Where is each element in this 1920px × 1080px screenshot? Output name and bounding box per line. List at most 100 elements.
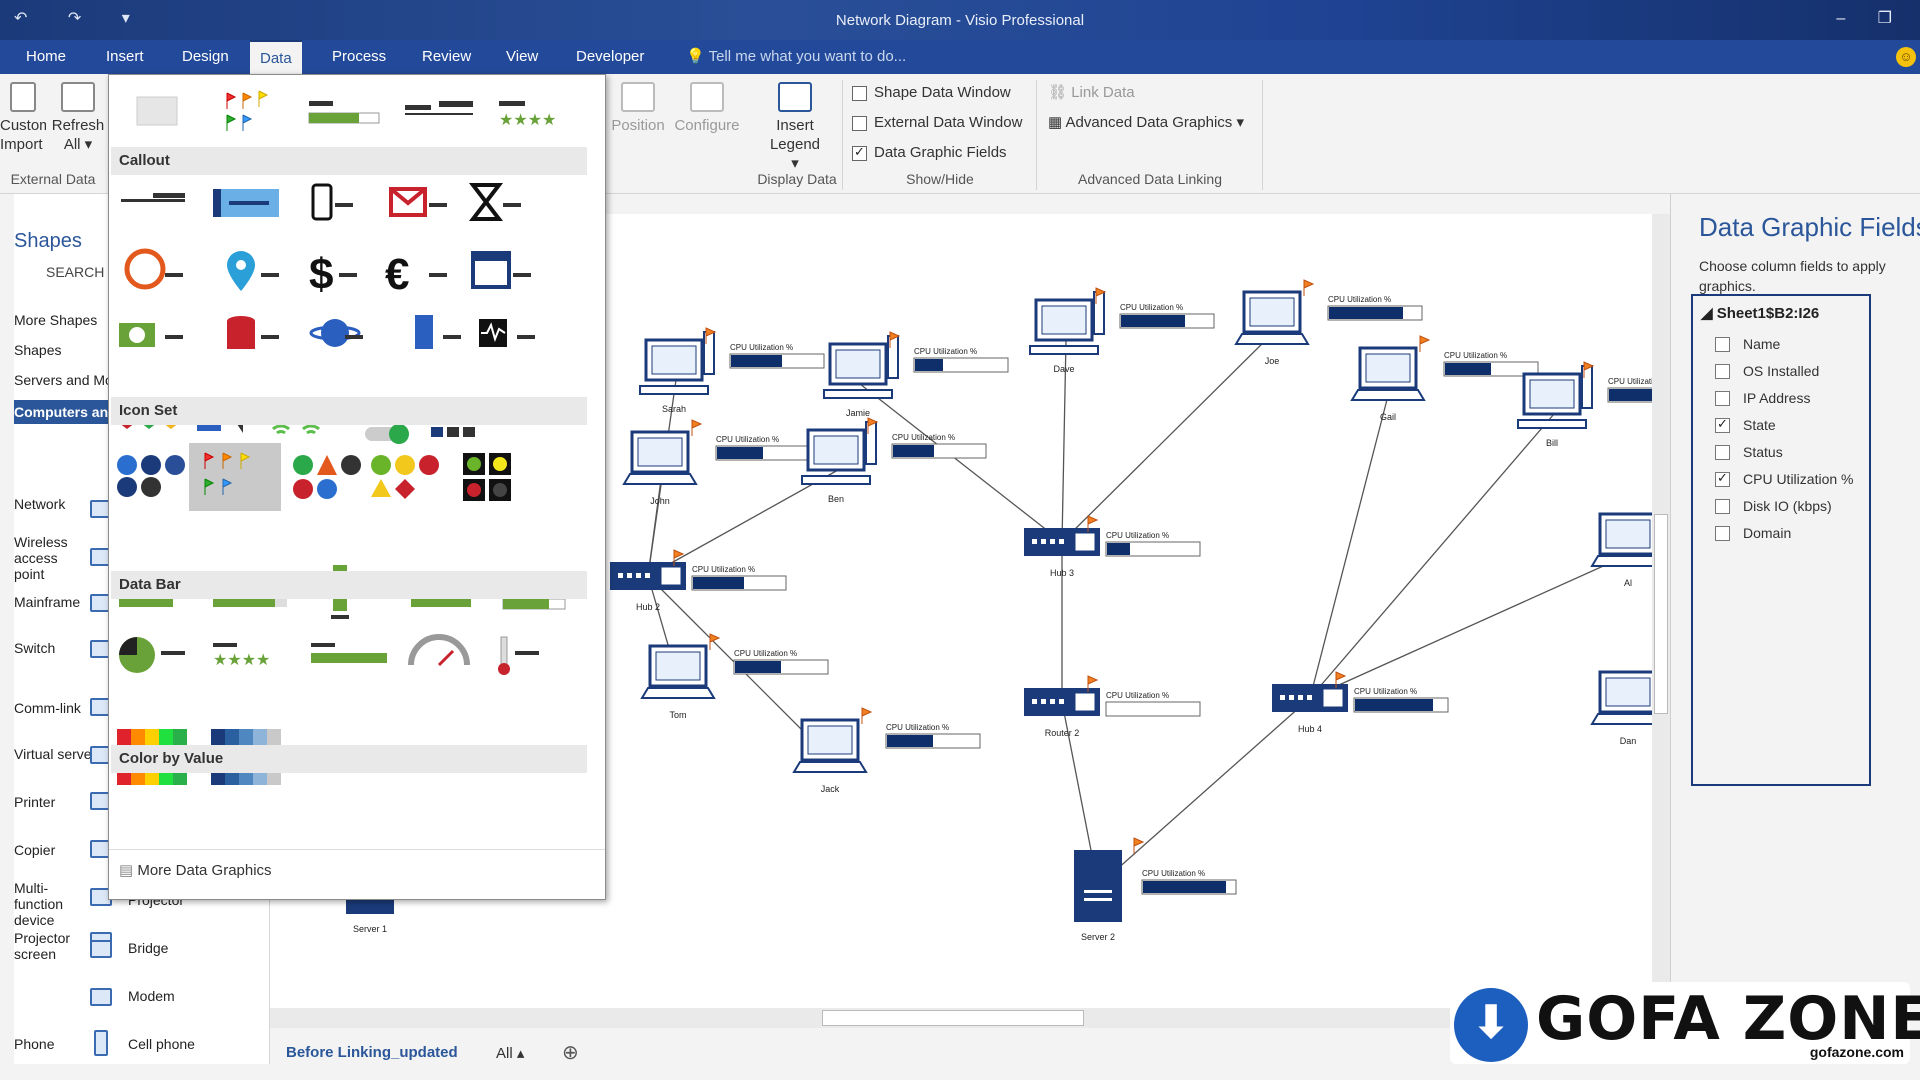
shapes-search[interactable]: SEARCH bbox=[46, 264, 105, 280]
tab-process[interactable]: Process bbox=[332, 48, 387, 65]
node-label: Hub 3 bbox=[1050, 568, 1074, 578]
stars-graphic[interactable]: ★★★★ bbox=[499, 101, 556, 129]
horizontal-scroll-thumb[interactable] bbox=[822, 1010, 1084, 1026]
cpu-utilization-label: CPU Utilization % bbox=[1444, 351, 1507, 360]
connector-line bbox=[1061, 331, 1275, 543]
field-cpu-utilization[interactable]: CPU Utilization % bbox=[1715, 466, 1853, 491]
field-os-installed[interactable]: OS Installed bbox=[1715, 359, 1819, 383]
node-label: Hub 2 bbox=[636, 602, 660, 612]
databar-graphic[interactable] bbox=[308, 101, 380, 124]
refresh-all-button[interactable]: Refresh All ▾ bbox=[50, 82, 106, 154]
stencil-modem[interactable]: Modem bbox=[128, 988, 175, 1004]
stencil-copier[interactable]: Copier bbox=[14, 842, 56, 858]
flag-icon bbox=[1335, 671, 1347, 688]
all-pages-button[interactable]: All ▴ bbox=[496, 1045, 525, 1062]
node-label: Sarah bbox=[662, 404, 686, 414]
stencil-cell-phone[interactable]: Cell phone bbox=[128, 1036, 195, 1052]
screen-icon bbox=[1365, 353, 1411, 383]
tab-review[interactable]: Review bbox=[422, 48, 472, 65]
none-graphic[interactable] bbox=[136, 96, 178, 126]
cpu-bar-fill bbox=[731, 355, 782, 367]
add-page-icon[interactable]: ⊕ bbox=[562, 1042, 579, 1064]
stencil-comm-link[interactable]: Comm-link bbox=[14, 700, 81, 716]
shapes-item-more-shapes[interactable]: More Shapes bbox=[14, 312, 98, 328]
tab-home[interactable]: Home bbox=[26, 48, 67, 65]
selected-flags-graphic[interactable] bbox=[189, 443, 281, 511]
vertical-scrollbar[interactable] bbox=[1652, 214, 1670, 1014]
cpu-bar-track bbox=[1105, 701, 1201, 717]
flag-icon bbox=[1583, 361, 1595, 378]
euro-icon: € bbox=[385, 250, 409, 299]
insert-legend-button[interactable]: Insert Legend ▾ bbox=[766, 82, 824, 173]
cpu-bar-fill bbox=[915, 359, 943, 371]
advanced-data-graphics-label: Advanced Data Graphics ▾ bbox=[1065, 114, 1244, 131]
server-slot bbox=[1084, 890, 1112, 893]
node-label: Gail bbox=[1380, 412, 1396, 422]
more-data-graphics-link[interactable]: ▤ More Data Graphics bbox=[119, 861, 272, 879]
laptop-base-icon bbox=[1234, 333, 1310, 345]
gallery-row-top[interactable]: ★★★★ bbox=[136, 90, 556, 131]
flag-icon bbox=[889, 331, 901, 348]
field-name[interactable]: Name bbox=[1715, 332, 1780, 356]
field-domain[interactable]: Domain bbox=[1715, 521, 1791, 545]
configure-button[interactable]: Configure bbox=[674, 82, 740, 135]
cpu-utilization-label: CPU Utilization % bbox=[1328, 295, 1391, 304]
link-data-button[interactable]: ⛓ Link Data bbox=[1048, 82, 1135, 104]
text-callout-graphic[interactable] bbox=[405, 101, 473, 115]
tab-view[interactable]: View bbox=[506, 48, 539, 65]
external-data-window-checkbox[interactable]: External Data Window bbox=[852, 112, 1022, 134]
horizontal-scrollbar[interactable] bbox=[270, 1008, 1660, 1028]
field-ip-address[interactable]: IP Address bbox=[1715, 386, 1810, 410]
feedback-smiley-icon[interactable]: ☺ bbox=[1896, 47, 1916, 67]
data-graphic-fields-pane: Data Graphic Fields Choose column fields… bbox=[1670, 194, 1920, 1064]
cpu-utilization-label: CPU Utilization % bbox=[734, 649, 797, 658]
cpu-utilization-label: CPU Utilization % bbox=[1354, 687, 1417, 696]
flags-graphic[interactable] bbox=[226, 90, 269, 131]
laptop-base-icon bbox=[792, 761, 868, 773]
position-button[interactable]: Position bbox=[610, 82, 666, 135]
watermark-gofa: GOFA bbox=[1536, 984, 1721, 1054]
advanced-data-graphics-button[interactable]: ▦ Advanced Data Graphics ▾ bbox=[1048, 112, 1244, 134]
node-label: Joe bbox=[1265, 356, 1280, 366]
pane-description: Choose column fields to apply graphics. bbox=[1699, 258, 1886, 294]
server-slot bbox=[1084, 898, 1112, 901]
shape-data-window-checkbox[interactable]: Shape Data Window bbox=[852, 82, 1011, 104]
shapes-item-quick[interactable]: Shapes bbox=[14, 342, 62, 358]
window-controls[interactable]: – ❐ bbox=[1836, 10, 1906, 27]
stencil-network[interactable]: Network bbox=[14, 496, 66, 512]
screen-icon bbox=[651, 345, 697, 375]
field-disk-io[interactable]: Disk IO (kbps) bbox=[1715, 494, 1832, 518]
stencil-printer[interactable]: Printer bbox=[14, 794, 56, 810]
stencil-virtual-server[interactable]: Virtual server bbox=[14, 746, 97, 762]
stencil-wireless-access-point[interactable]: Wireless access point bbox=[14, 534, 68, 582]
hub-port bbox=[627, 573, 632, 578]
range-label: Sheet1$B2:I26 bbox=[1716, 305, 1820, 322]
tab-insert[interactable]: Insert bbox=[106, 48, 144, 65]
stencil-multi-function-device[interactable]: Multi-function device bbox=[14, 880, 64, 928]
stencil-mainframe[interactable]: Mainframe bbox=[14, 594, 81, 610]
field-status[interactable]: Status bbox=[1715, 440, 1783, 464]
ruler bbox=[270, 194, 1668, 214]
stencil-bridge[interactable]: Bridge bbox=[128, 940, 169, 956]
range-header[interactable]: ◢ Sheet1$B2:I26 bbox=[1701, 304, 1819, 322]
tell-me-box[interactable]: 💡 Tell me what you want to do... bbox=[686, 40, 906, 74]
connector-line bbox=[1061, 339, 1067, 543]
stencil-phone[interactable]: Phone bbox=[14, 1036, 55, 1052]
quick-access-toolbar[interactable]: ↶ ↷ ▾ bbox=[14, 10, 148, 27]
vertical-scroll-thumb[interactable] bbox=[1654, 514, 1668, 714]
server-tower-icon bbox=[415, 315, 433, 349]
custom-import-button[interactable]: Custom Import bbox=[0, 82, 46, 154]
tab-developer[interactable]: Developer bbox=[576, 48, 645, 65]
planet-icon bbox=[321, 319, 349, 347]
tab-data[interactable]: Data bbox=[250, 40, 302, 74]
hub-panel bbox=[1075, 533, 1095, 551]
stencil-projector-screen[interactable]: Projector screen bbox=[14, 930, 71, 962]
tab-design[interactable]: Design bbox=[182, 48, 229, 65]
flag-icon bbox=[1087, 675, 1099, 692]
callout-icons[interactable]: $ € bbox=[119, 183, 535, 349]
data-graphic-fields-checkbox[interactable]: Data Graphic Fields bbox=[852, 141, 1007, 164]
keyboard-icon bbox=[1029, 345, 1099, 355]
field-state[interactable]: State bbox=[1715, 412, 1776, 437]
sheet-tab-active[interactable]: Before Linking_updated bbox=[286, 1044, 458, 1061]
stencil-switch[interactable]: Switch bbox=[14, 640, 56, 656]
